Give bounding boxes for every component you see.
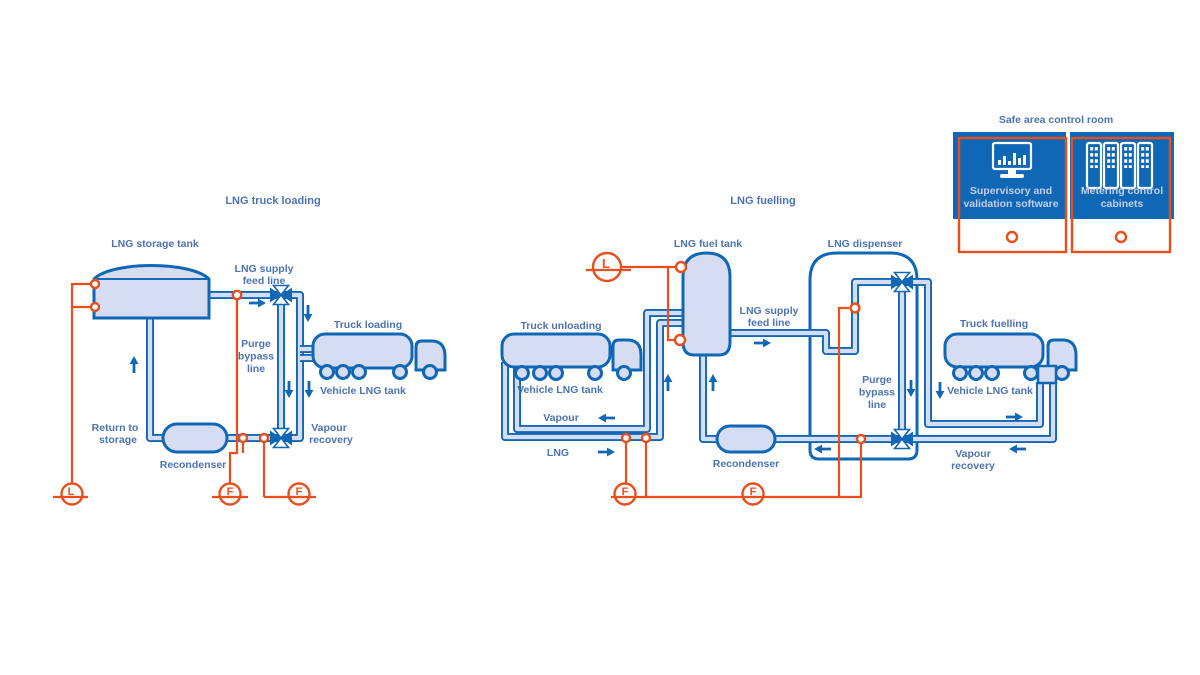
storage-tank-return-pipe [146,314,170,442]
dispenser-label: LNG dispenser [828,238,903,250]
loading-instrumentation: L F F [53,278,316,506]
truck-unloading-truck [500,332,643,381]
unloading-vapour-pipe [513,309,686,433]
supply-line-label: LNG supply [740,305,799,317]
metering-cabinets-label: cabinets [1101,198,1144,210]
truck-unloading-label: Truck unloading [520,320,601,332]
flow-arrow-icon [129,356,139,373]
flow-arrow-icon [284,381,294,398]
storage-tank-label: LNG storage tank [111,238,199,250]
monitor-chart-icon [991,141,1033,178]
flow-arrow-icon [814,444,831,454]
flow-transmitter-icon: F [646,482,862,506]
recondenser-label: Recondenser [160,459,227,471]
fuelling-supply-pipe [726,278,1044,428]
flow-arrow-icon [249,298,266,308]
signal-node-icon [1114,230,1128,244]
supervisory-software-label: validation software [963,198,1058,210]
truck-fuelling-truck [943,332,1078,385]
purge-bypass-label: bypass [859,387,895,399]
flow-arrow-icon [304,381,314,398]
purge-bypass-label: bypass [238,351,274,363]
purge-bypass-label: line [247,363,265,375]
flow-arrow-icon [708,374,718,391]
flow-arrow-icon [1009,444,1026,454]
vapour-recovery-label: recovery [951,460,995,472]
control-room [953,132,1174,254]
lng-label: LNG [547,447,569,459]
instrument-letter: F [750,486,757,498]
fuelling-recondenser [715,424,777,454]
flow-arrow-icon [754,338,771,348]
fuelling-hose-connector [1036,364,1058,385]
flow-transmitter-icon: F [212,482,248,506]
purge-bypass-label: line [868,399,886,411]
labels-fuelling: LNG fuelling Truck unloading Vehicle LNG… [517,195,1033,472]
supply-line-label: LNG supply [235,263,294,275]
flow-transmitter-icon: F [264,482,316,506]
return-to-storage-label: Return to [92,422,139,434]
section-title: LNG fuelling [730,195,795,207]
flow-arrow-icon [906,380,916,397]
vapour-label: Vapour [543,412,579,424]
labels-control-room: Safe area control room Supervisory and v… [963,114,1163,210]
instrument-letter: F [227,486,234,498]
vapour-recovery-label: Vapour [311,422,347,434]
supply-line-label: feed line [748,317,791,329]
valve-icon [890,428,914,450]
metering-cabinets-label: Metering control [1081,185,1163,197]
cabinets-icon [1085,141,1154,190]
flow-arrow-icon [303,305,313,322]
valve-icon [269,427,293,449]
fuel-tank-label: LNG fuel tank [674,238,742,250]
truck-loading-truck [311,332,447,380]
level-transmitter-icon: L [586,251,631,283]
supervisory-signal-frame [957,136,1068,254]
loading-recondenser [161,422,229,454]
labels-truck-loading: LNG truck loading LNG storage tank LNG s… [92,195,406,471]
purge-bypass-label: Purge [862,374,892,386]
fuelling-instrumentation: L F F [586,251,867,506]
metering-signal-frame [1070,136,1172,254]
flow-transmitter-icon: F [611,482,648,506]
fuelling-vapour-recovery-pipe [773,382,1057,443]
lng-fuel-tank [681,251,732,357]
truck-fuelling-label: Truck fuelling [960,318,1028,330]
instrument-letter: F [622,486,629,498]
section-title: LNG truck loading [225,195,320,207]
control-room-title: Safe area control room [999,114,1113,126]
instrument-letter: F [296,486,303,498]
return-to-storage-label: storage [99,434,137,446]
instrument-letter: L [602,256,610,271]
vapour-recovery-label: recovery [309,434,353,446]
vapour-recovery-label: Vapour [955,448,991,460]
flow-arrow-icon [935,382,945,399]
supply-line-label: feed line [243,275,286,287]
fuel-tank-recondenser-pipe [699,352,719,443]
lng-dispenser-box [808,251,919,461]
signal-node-icon [1005,230,1019,244]
vehicle-tank-label: Vehicle LNG tank [320,385,406,397]
lng-storage-tank [92,264,211,320]
vehicle-tank-label: Vehicle LNG tank [947,385,1033,397]
flow-arrow-icon [663,374,673,391]
flow-arrow-icon [598,447,615,457]
instrument-letter: L [68,486,75,498]
level-transmitter-icon: L [53,482,88,506]
valve-icon [890,271,914,293]
recondenser-label: Recondenser [713,458,780,470]
purge-bypass-label: Purge [241,338,271,350]
valve-icon [269,284,293,306]
supervisory-software-label: Supervisory and [970,185,1052,197]
truck-loading-label: Truck loading [334,319,402,331]
flow-arrow-icon [598,413,615,423]
vehicle-tank-label: Vehicle LNG tank [517,384,603,396]
